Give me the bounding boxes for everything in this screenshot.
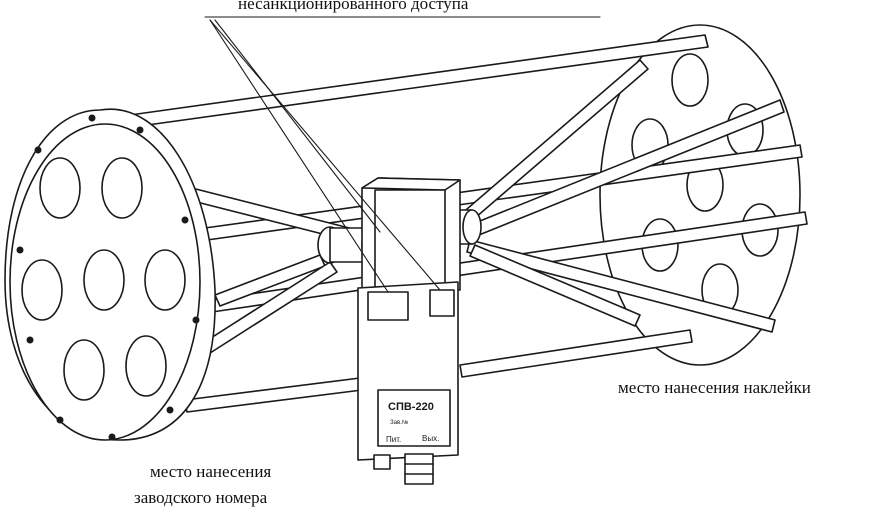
front-flange	[4, 108, 216, 441]
plate-text: СПВ-220 Зав.№ Пит. Вых.	[386, 401, 439, 444]
seal-left	[367, 291, 409, 321]
plate-port-right: Вых.	[422, 434, 439, 443]
label-sticker-place: место нанесения наклейки	[618, 378, 811, 397]
front-flange-holes	[21, 157, 186, 401]
label-unauthorized-access: несанкционированного доступа	[238, 0, 469, 13]
label-serial-place-line2: заводского номера	[134, 488, 268, 507]
device-box	[357, 177, 461, 485]
diagonal-rods	[176, 59, 785, 356]
plate-serial-caption: Зав.№	[390, 419, 408, 426]
connector-right	[404, 453, 434, 485]
label-serial-place-line1: место нанесения	[150, 462, 272, 481]
plate-model: СПВ-220	[388, 401, 434, 413]
back-flange	[599, 24, 801, 366]
seal-right	[429, 289, 455, 317]
plate-port-left: Пит.	[386, 435, 401, 444]
device-plate	[377, 389, 451, 447]
front-flange-bolts	[16, 114, 200, 441]
connector-left	[373, 454, 391, 470]
leader-lines	[204, 16, 601, 293]
